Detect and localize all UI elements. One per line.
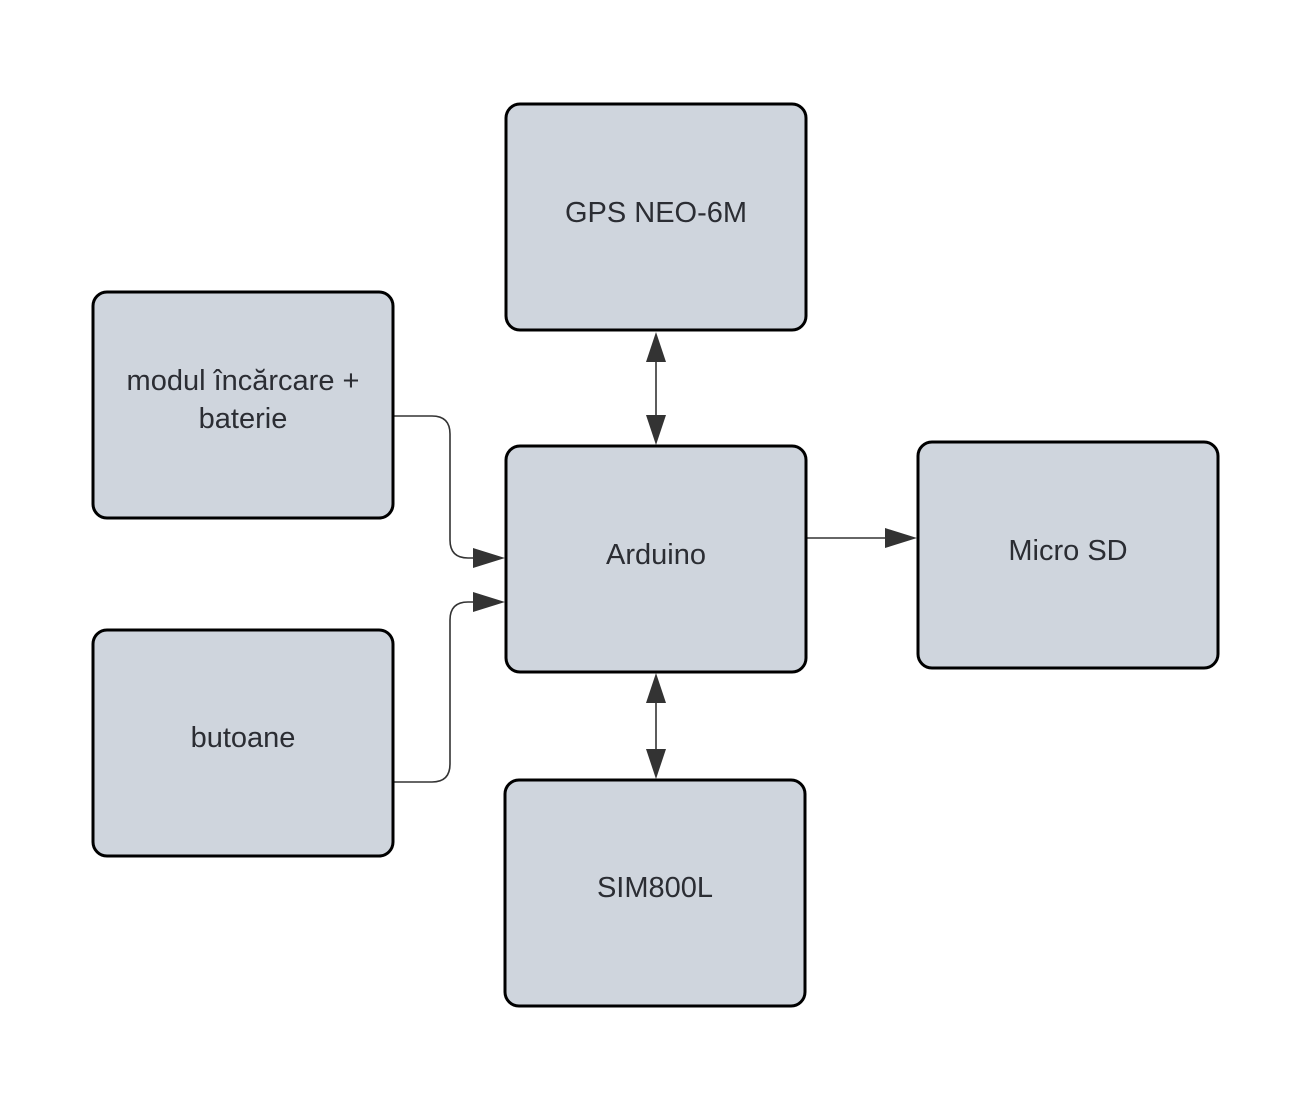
node-arduino: Arduino <box>504 444 808 674</box>
arrowhead-right-icon <box>885 528 917 548</box>
arrowhead-down-icon <box>646 749 666 779</box>
node-label: baterie <box>199 403 288 435</box>
edges <box>394 332 917 783</box>
arrowhead-up-icon <box>646 332 666 362</box>
arrowhead-right-icon <box>473 548 505 568</box>
node-label: Arduino <box>606 539 706 571</box>
arrowhead-down-icon <box>646 415 666 445</box>
node-charger: modul încărcare + baterie <box>91 290 395 520</box>
node-sim: SIM800L <box>503 778 807 1008</box>
node-label: Micro SD <box>1008 535 1127 567</box>
node-gps: GPS NEO-6M <box>504 102 808 332</box>
arrowhead-up-icon <box>646 673 666 703</box>
arrowhead-right-icon <box>473 592 505 612</box>
node-label: modul încărcare + <box>127 365 360 397</box>
edge-buttons-arduino <box>394 601 478 783</box>
node-label: GPS NEO-6M <box>565 197 747 229</box>
node-buttons: butoane <box>91 628 395 858</box>
edge-charger-arduino <box>394 415 478 559</box>
node-microsd: Micro SD <box>916 440 1220 670</box>
node-label: SIM800L <box>597 872 713 904</box>
node-label: butoane <box>191 722 296 754</box>
